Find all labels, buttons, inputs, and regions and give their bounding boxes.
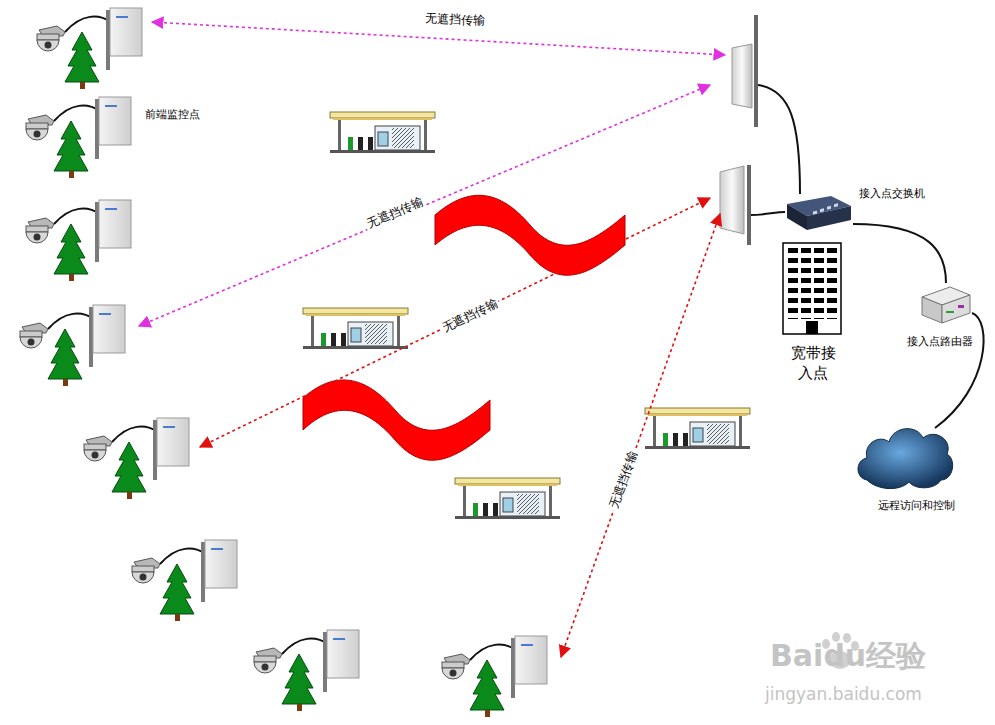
broadband-access-building: 宽带接入点 bbox=[782, 242, 842, 335]
node-label: 接入点交换机 bbox=[858, 186, 926, 201]
remote-cloud: 远程访问和控制 bbox=[855, 420, 955, 492]
access-switch: 接入点交换机 bbox=[783, 192, 853, 232]
building-icon bbox=[782, 242, 842, 335]
router-icon bbox=[920, 283, 972, 328]
cable-wire bbox=[935, 313, 984, 428]
watermark-text: jingyan.baidu.com bbox=[765, 684, 922, 704]
link-label: 无遮挡传输 bbox=[438, 294, 503, 337]
link-label: 无遮挡传输 bbox=[362, 193, 428, 234]
node-label: 宽带接入点 bbox=[789, 344, 837, 383]
watermark-text: Baidu经验 bbox=[770, 636, 926, 677]
cable-wire bbox=[853, 224, 946, 283]
node-label: 前端监控点 bbox=[144, 107, 201, 122]
node-label: 接入点路由器 bbox=[906, 334, 974, 349]
access-router: 接入点路由器 bbox=[920, 283, 972, 328]
link-label: 无遮挡传输 bbox=[423, 10, 488, 29]
cloud-icon bbox=[855, 420, 955, 492]
node-label: 远程访问和控制 bbox=[877, 498, 956, 513]
switch-icon bbox=[783, 192, 853, 232]
link-label: 无遮挡传输 bbox=[605, 447, 643, 513]
monitor-point: 前端监控点 bbox=[99, 97, 131, 145]
